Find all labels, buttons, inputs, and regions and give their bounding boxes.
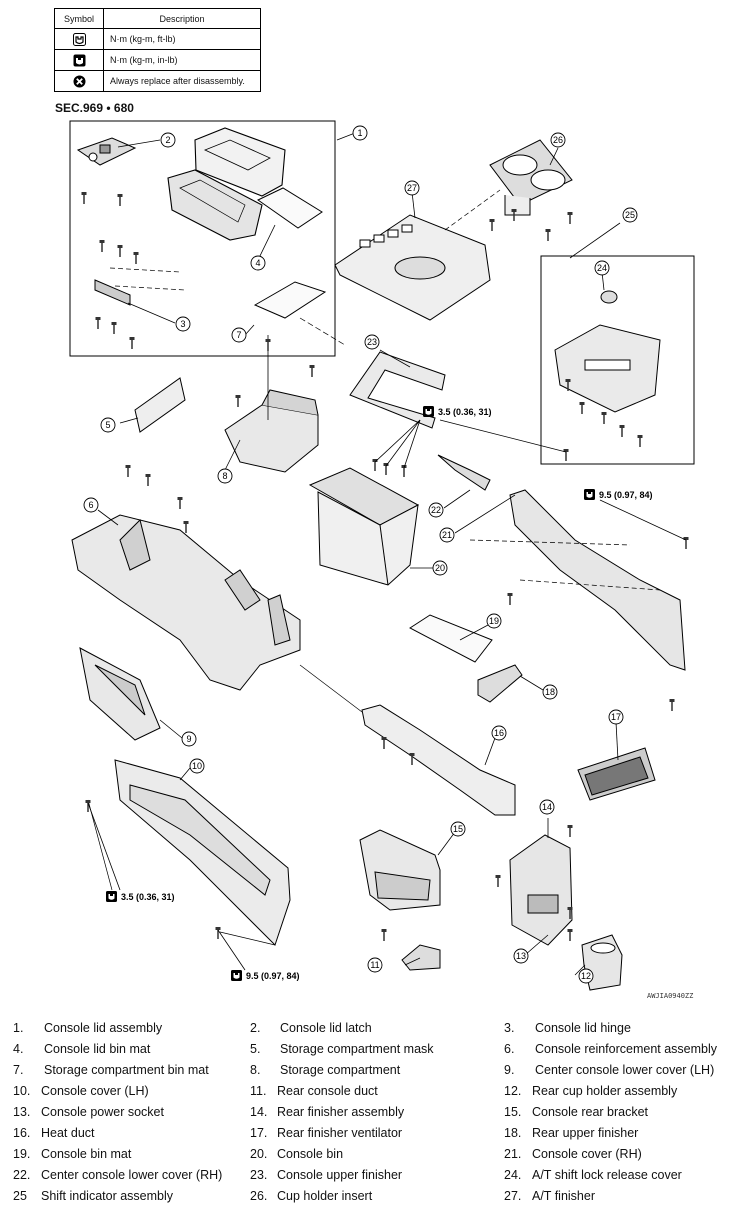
rear-finisher-assembly-shape <box>509 834 573 946</box>
svg-text:3.5 (0.36, 31): 3.5 (0.36, 31) <box>438 407 492 417</box>
legend-symbol-cell <box>54 70 104 92</box>
callout-number: 3 <box>180 319 185 329</box>
exploded-parts-diagram: 1 2 3 4 5 6 7 8 9 10 11 12 13 14 15 16 1… <box>69 120 695 991</box>
callout-number: 10 <box>192 761 202 771</box>
heat-duct-shape <box>299 664 516 816</box>
console-upper-finisher-shape <box>349 351 446 429</box>
torque-inlb-icon <box>231 970 242 981</box>
callout-number: 5 <box>105 420 110 430</box>
console-reinforcement-shape <box>71 514 301 691</box>
torque-ftlb-icon <box>72 32 86 46</box>
figure-id: AWJIA0940ZZ <box>647 992 694 1000</box>
torque-inlb-icon <box>584 489 595 500</box>
callout-number: 23 <box>367 337 377 347</box>
svg-text:3.5 (0.36, 31): 3.5 (0.36, 31) <box>121 892 175 902</box>
legend-description: N·m (kg-m, in-lb) <box>103 49 261 71</box>
lower-cover-rh-shape <box>437 454 491 491</box>
cup-holder-insert-shape <box>489 139 573 216</box>
torque-inlb-icon <box>423 406 434 417</box>
callout-number: 12 <box>581 971 591 981</box>
callout-number: 26 <box>553 135 563 145</box>
legend-header-row: Symbol Description <box>54 8 261 29</box>
console-cover-lh-shape <box>87 759 291 946</box>
legend-header-description: Description <box>103 8 261 29</box>
bin-mat-shape <box>253 281 327 319</box>
replace-icon <box>73 75 85 87</box>
lower-cover-lh-shape <box>79 647 161 741</box>
callout-number: 14 <box>542 802 552 812</box>
console-rear-bracket-shape <box>359 829 441 911</box>
at-finisher-shape <box>334 189 501 321</box>
callout-number: 4 <box>255 258 260 268</box>
shift-indicator-assembly-group <box>540 255 695 465</box>
callout-number: 11 <box>370 960 379 970</box>
legend-symbol-cell <box>54 28 104 50</box>
console-lid-assembly-group <box>69 120 336 357</box>
callout-number: 27 <box>407 183 417 193</box>
callout-number: 25 <box>625 210 635 220</box>
torque-label: 3.5 (0.36, 31) <box>106 891 175 902</box>
callout-number: 19 <box>489 616 499 626</box>
callout-number: 24 <box>597 263 607 273</box>
legend-symbol-cell <box>54 49 104 71</box>
legend-row: N·m (kg-m, ft-lb) <box>54 28 261 50</box>
svg-text:9.5 (0.97, 84): 9.5 (0.97, 84) <box>246 971 300 981</box>
callout-number: 18 <box>545 687 555 697</box>
section-label: SEC.969 • 680 <box>55 101 134 115</box>
callout-number: 15 <box>453 824 463 834</box>
callout-number: 13 <box>516 951 526 961</box>
callout-number: 21 <box>442 530 452 540</box>
storage-compartment-mask-shape <box>134 377 186 433</box>
console-cover-rh-shape <box>469 489 686 671</box>
callout-number: 7 <box>236 330 241 340</box>
callout-number: 9 <box>186 734 191 744</box>
rear-finisher-ventilator-shape <box>577 747 656 801</box>
legend-row: N·m (kg-m, in-lb) <box>54 49 261 71</box>
rear-console-duct-shape <box>401 944 441 971</box>
callout-number: 17 <box>611 712 621 722</box>
svg-text:9.5 (0.97, 84): 9.5 (0.97, 84) <box>599 490 653 500</box>
symbol-legend-table: Symbol Description N·m (kg-m, ft-lb) N·m… <box>54 8 261 92</box>
torque-label: 3.5 (0.36, 31) <box>423 406 492 417</box>
callout-number: 2 <box>165 135 170 145</box>
torque-label: 9.5 (0.97, 84) <box>584 489 653 500</box>
rear-upper-finisher-shape <box>477 664 523 703</box>
legend-row: Always replace after disassembly. <box>54 70 261 92</box>
callout-number: 6 <box>88 500 93 510</box>
callout-number: 8 <box>222 471 227 481</box>
torque-inlb-icon <box>106 891 117 902</box>
legend-header-symbol: Symbol <box>54 8 104 29</box>
callout-number: 1 <box>357 128 362 138</box>
callout-number: 16 <box>494 728 504 738</box>
legend-description: Always replace after disassembly. <box>103 70 261 92</box>
console-bin-shape <box>308 467 420 586</box>
legend-description: N·m (kg-m, ft-lb) <box>103 28 261 50</box>
console-bin-mat-shape <box>409 614 493 663</box>
torque-inlb-icon <box>73 54 85 66</box>
torque-label: 9.5 (0.97, 84) <box>231 970 300 981</box>
callout-number: 20 <box>435 563 445 573</box>
callout-number: 22 <box>431 505 441 515</box>
